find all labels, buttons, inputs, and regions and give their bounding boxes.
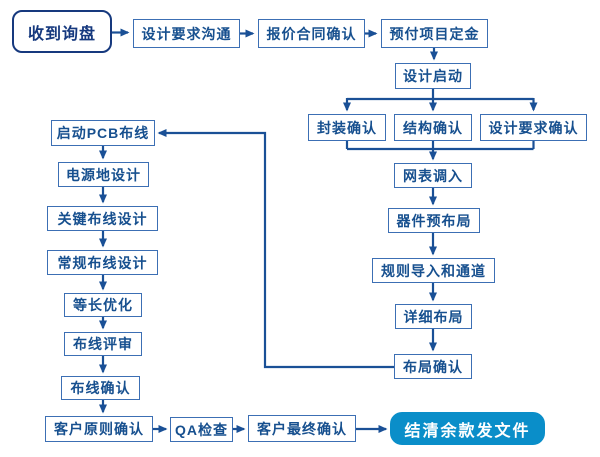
- flow-node-package-confirm: 封装确认: [308, 114, 386, 141]
- flow-node-customer-principle-confirm: 客户原则确认: [45, 416, 153, 442]
- flow-node-length-tuning: 等长优化: [64, 293, 142, 317]
- flow-node-start-pcb-routing: 启动PCB布线: [51, 120, 155, 146]
- flow-node-structure-confirm: 结构确认: [394, 114, 472, 141]
- flow-node-critical-routing: 关键布线设计: [47, 206, 158, 231]
- flow-node-routing-confirm: 布线确认: [61, 376, 140, 400]
- flow-node-deposit: 预付项目定金: [381, 19, 488, 48]
- flow-node-power-ground-design: 电源地设计: [58, 162, 149, 187]
- flow-node-general-routing: 常规布线设计: [47, 250, 158, 275]
- flow-node-end: 结清余款发文件: [390, 412, 545, 445]
- flow-node-detailed-layout: 详细布局: [395, 304, 472, 329]
- flow-node-routing-review: 布线评审: [64, 332, 142, 356]
- flow-node-component-prelayout: 器件预布局: [388, 208, 480, 233]
- flow-node-layout-confirm: 布局确认: [394, 354, 472, 379]
- flow-node-netlist-import: 网表调入: [394, 163, 472, 188]
- flow-node-design-comm: 设计要求沟通: [133, 19, 240, 48]
- flow-node-quote-confirm: 报价合同确认: [258, 19, 365, 48]
- flow-node-qa-check: QA检查: [170, 417, 233, 442]
- flow-node-start: 收到询盘: [12, 10, 112, 53]
- connector-layoutconfirm-to-startrouting: [157, 129, 394, 369]
- flow-node-requirement-confirm: 设计要求确认: [480, 114, 587, 141]
- flow-node-rules-import: 规则导入和通道: [372, 258, 495, 283]
- flow-node-design-start: 设计启动: [395, 63, 471, 89]
- flow-node-customer-final-confirm: 客户最终确认: [248, 415, 356, 442]
